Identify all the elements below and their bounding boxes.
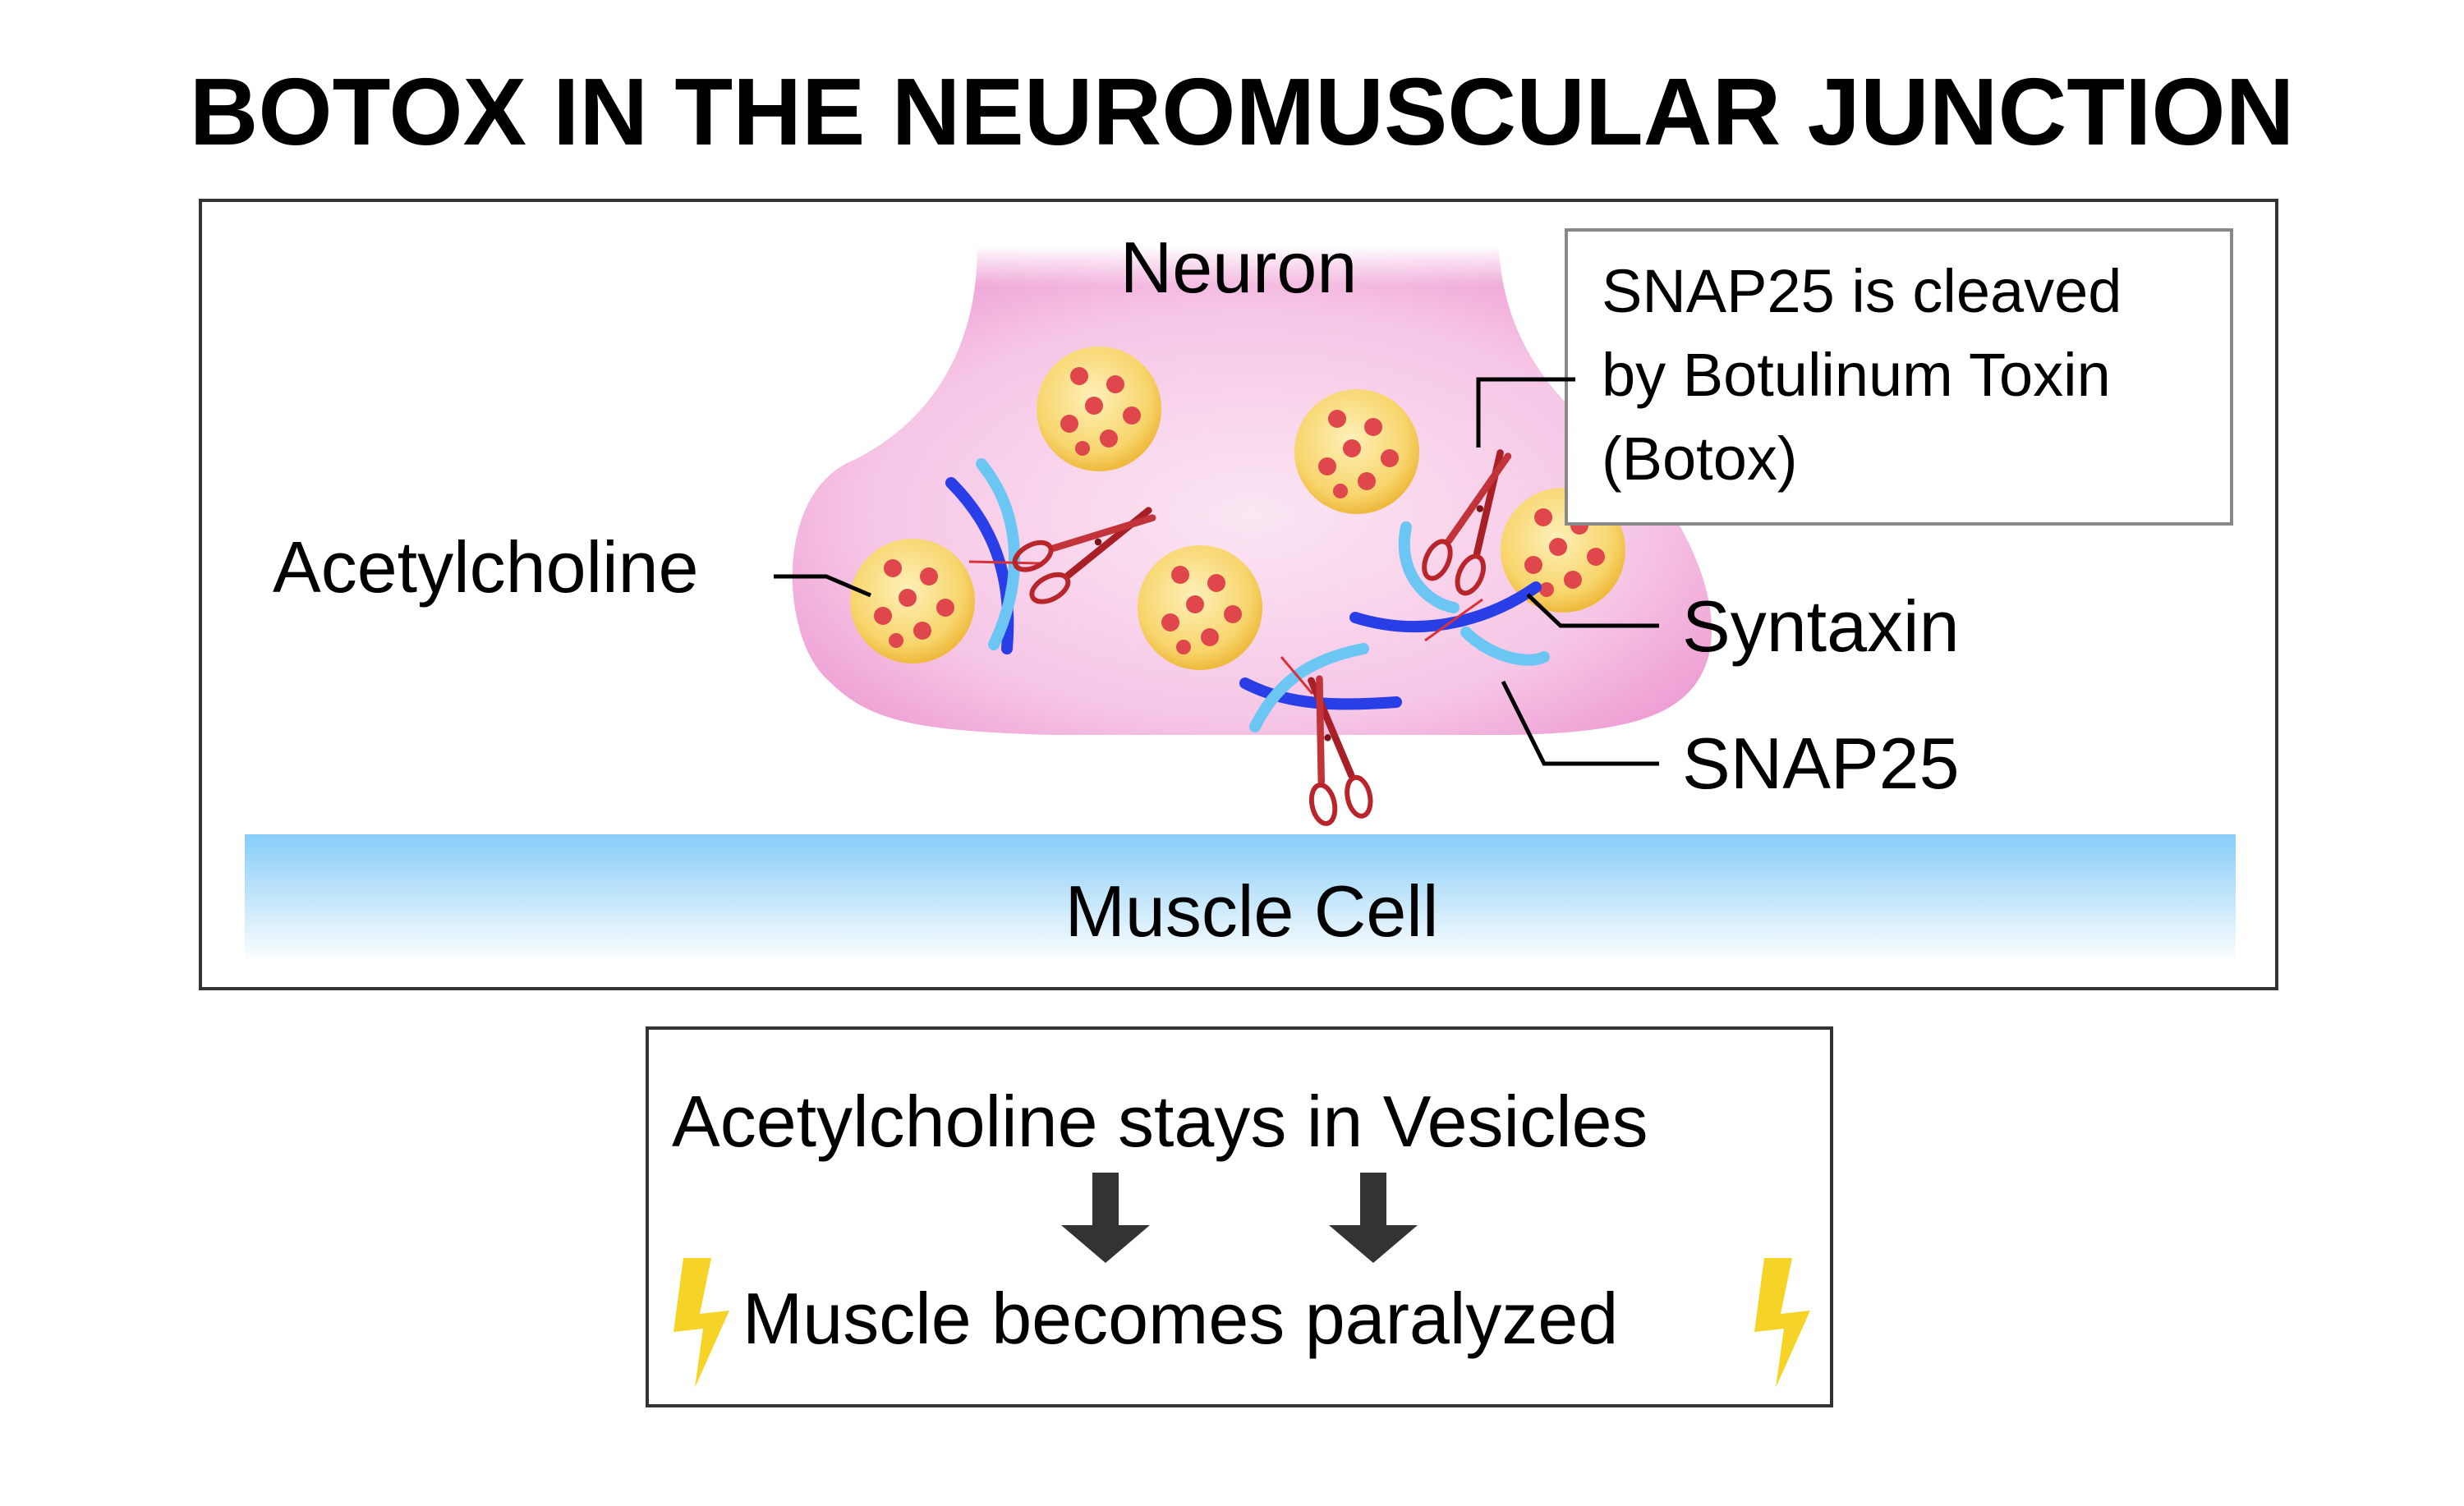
vesicle bbox=[1037, 347, 1161, 471]
snare-complex-right bbox=[1349, 521, 1550, 666]
snap25-leader bbox=[1501, 680, 1659, 766]
diagram-frame bbox=[199, 199, 2278, 990]
lightning-icon bbox=[673, 1258, 729, 1388]
snare-complex-left bbox=[945, 458, 1041, 654]
syntaxin-leader bbox=[1526, 593, 1659, 628]
muscle-cell-band bbox=[245, 834, 2236, 962]
page-title: BOTOX IN THE NEUROMUSCULAR JUNCTION bbox=[190, 58, 2295, 165]
acetylcholine-label: Acetylcholine bbox=[273, 526, 699, 608]
down-arrow-icon bbox=[1061, 1173, 1150, 1263]
result-line-2: Muscle becomes paralyzed bbox=[742, 1278, 1618, 1359]
callout-line-2: by Botulinum Toxin bbox=[1602, 341, 2111, 409]
result-box bbox=[646, 1026, 1833, 1407]
syntaxin-label: Syntaxin bbox=[1682, 585, 1960, 667]
neuron-label: Neuron bbox=[1120, 227, 1358, 308]
callout-line-3: (Botox) bbox=[1602, 425, 1798, 493]
vesicle bbox=[1294, 389, 1419, 514]
result-line-1: Acetylcholine stays in Vesicles bbox=[672, 1081, 1648, 1162]
vesicle bbox=[1138, 545, 1262, 670]
snap25-label: SNAP25 bbox=[1682, 723, 1960, 804]
snare-complex-bottom bbox=[1239, 643, 1402, 732]
callout-box bbox=[1565, 228, 2233, 526]
callout-line-1: SNAP25 is cleaved bbox=[1602, 257, 2122, 325]
acetylcholine-leader bbox=[774, 574, 871, 598]
down-arrow-icon bbox=[1329, 1173, 1418, 1263]
lightning-icon bbox=[1754, 1258, 1810, 1388]
callout-leader bbox=[1476, 377, 1575, 448]
muscle-cell-label: Muscle Cell bbox=[1065, 870, 1439, 952]
vesicle-acetylcholine bbox=[850, 539, 975, 663]
